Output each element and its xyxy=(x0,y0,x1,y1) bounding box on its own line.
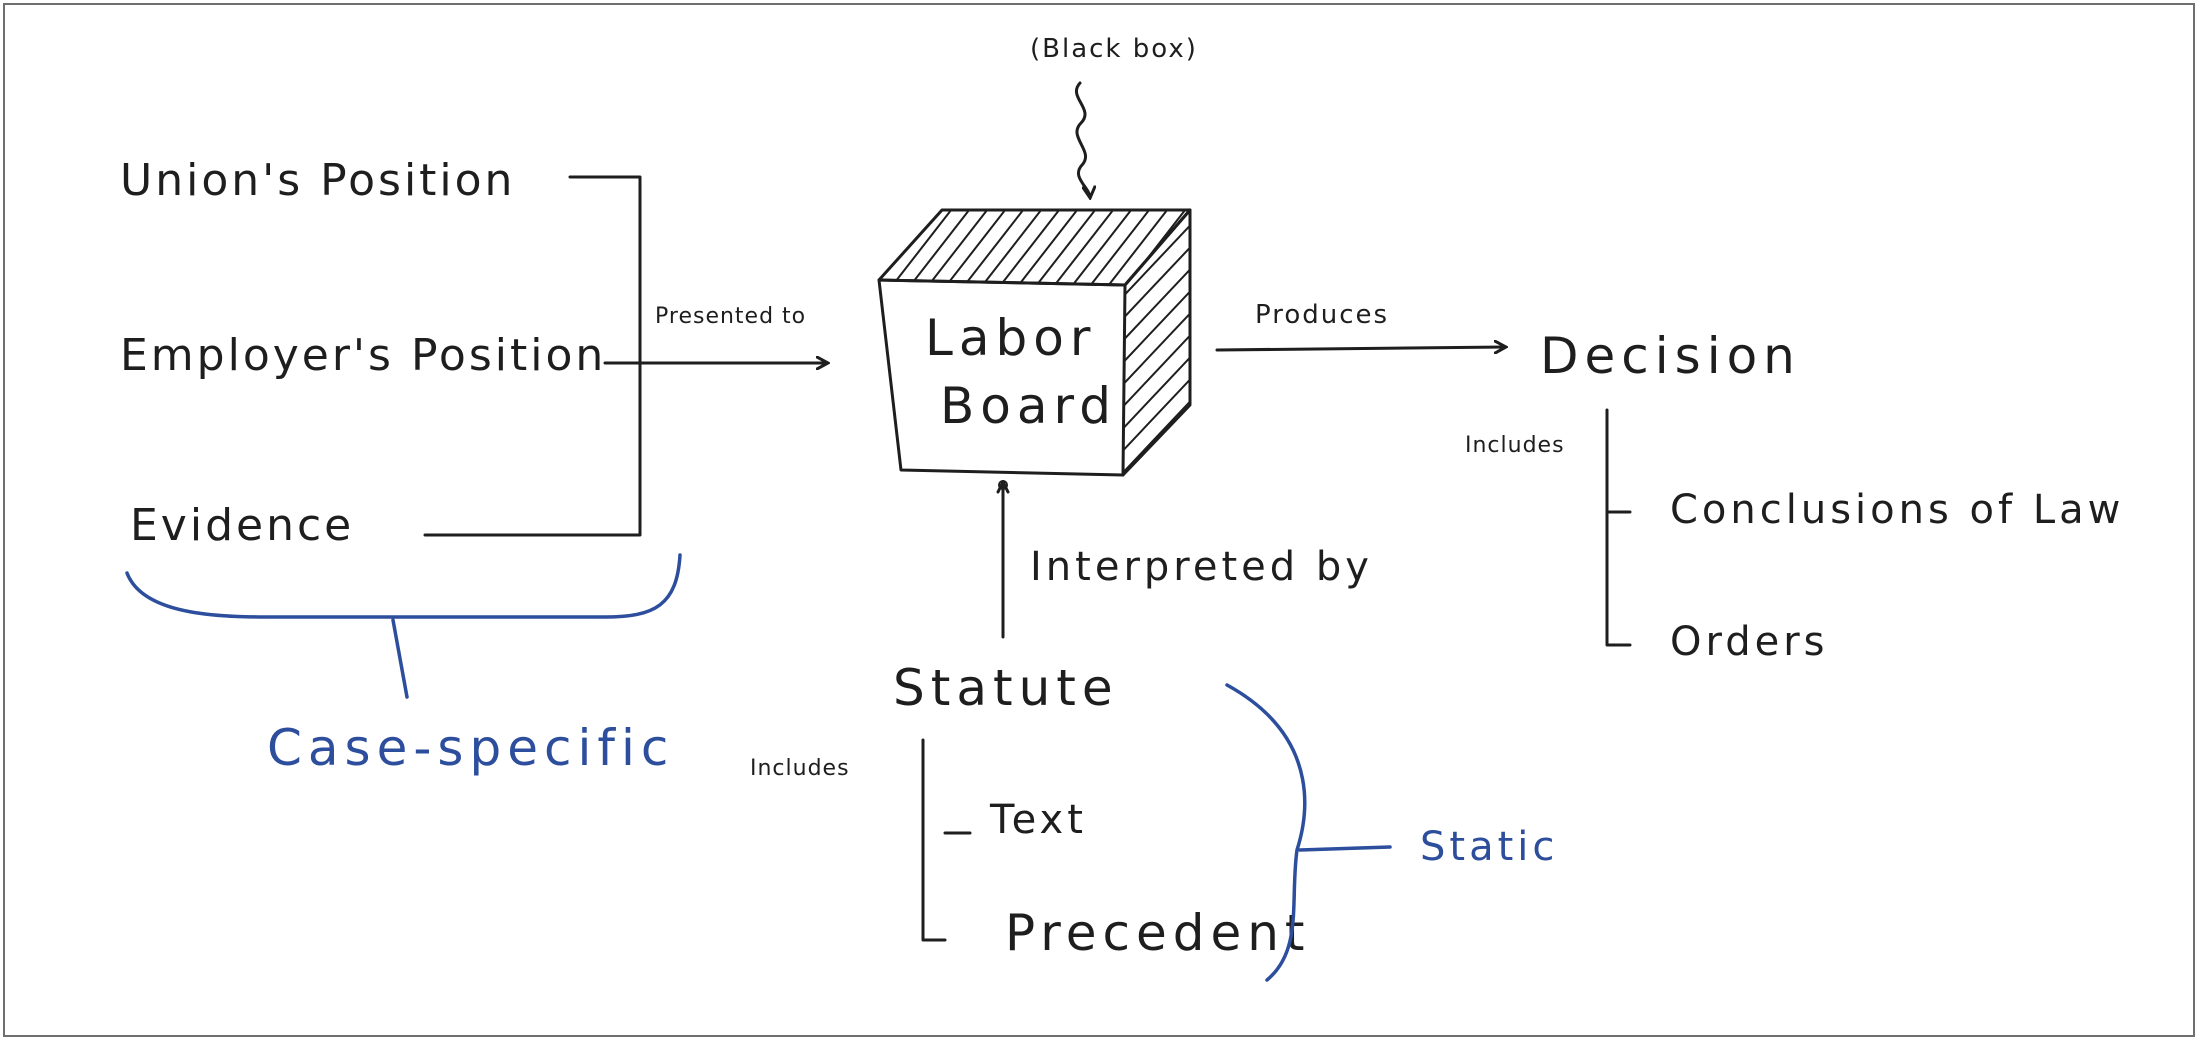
flow-diagram: Union's Position Employer's Position Evi… xyxy=(120,34,2124,982)
static-brace xyxy=(1225,683,1307,982)
edge-label-presented-to: Presented to xyxy=(655,304,806,329)
decision-includes-bracket xyxy=(1605,408,1632,647)
group-label-static: Static xyxy=(1420,824,1558,870)
edge-label-interpreted-by: Interpreted by xyxy=(1030,544,1373,590)
black-box-note: (Black box) xyxy=(1030,34,1198,64)
edge-label-produces: Produces xyxy=(1255,300,1389,330)
statute-includes-label: Includes xyxy=(750,756,850,781)
statute-includes-bracket xyxy=(921,738,947,942)
input-gather-bracket xyxy=(423,175,642,537)
decision-item-orders: Orders xyxy=(1670,619,1829,665)
statute-item-text: Text xyxy=(989,797,1087,843)
board-label-labor: Labor xyxy=(925,309,1096,367)
decision-item-conclusions: Conclusions of Law xyxy=(1670,487,2124,533)
decision-includes-label: Includes xyxy=(1465,433,1565,458)
output-decision: Decision xyxy=(1540,327,1801,385)
labor-board-box xyxy=(877,208,1192,477)
input-unions-position: Union's Position xyxy=(120,155,515,206)
input-employers-position: Employer's Position xyxy=(120,330,606,381)
statute-item-precedent: Precedent xyxy=(1005,904,1311,962)
input-evidence: Evidence xyxy=(130,500,354,551)
statute-label: Statute xyxy=(893,659,1119,717)
squiggle-arrow xyxy=(1075,81,1090,197)
case-specific-brace xyxy=(125,553,682,619)
static-brace-stem xyxy=(1298,845,1392,852)
arrow-tip xyxy=(998,480,1008,490)
board-label-board: Board xyxy=(940,377,1117,435)
diagram-frame: Union's Position Employer's Position Evi… xyxy=(3,3,2195,1037)
case-specific-brace-stem xyxy=(391,618,409,699)
arrow-produces xyxy=(1215,347,1505,350)
group-label-case-specific: Case-specific xyxy=(267,719,674,777)
side-face-hatch xyxy=(1123,214,1190,475)
